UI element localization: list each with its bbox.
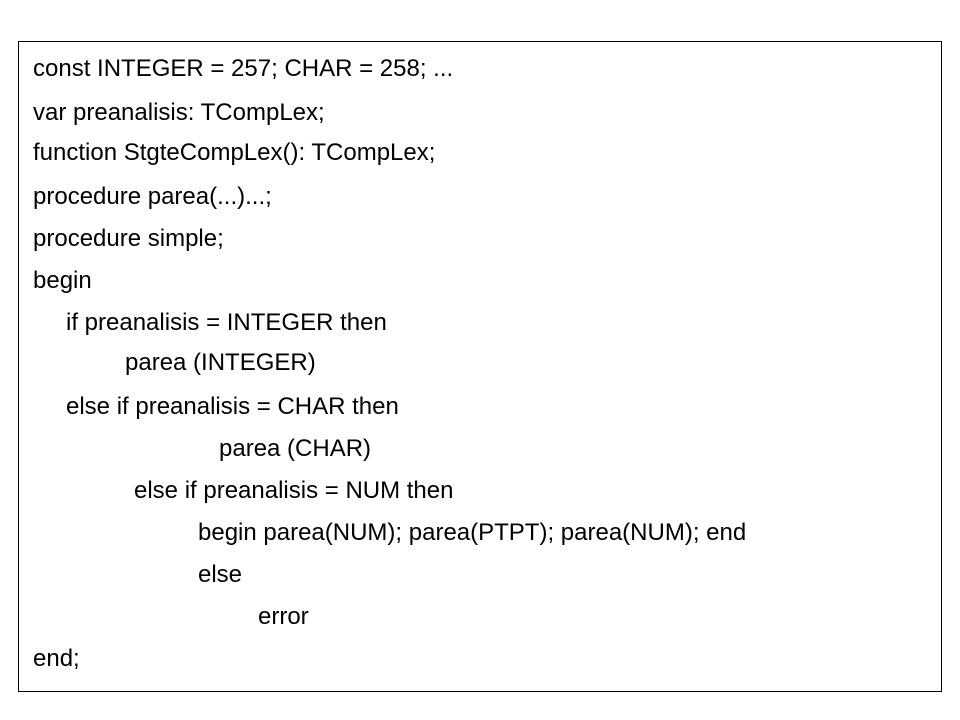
code-line-parea-char: parea (CHAR) [219,435,372,462]
code-line-else-if-char: else if preanalisis = CHAR then [66,393,399,420]
code-line-function: function StgteCompLex(): TCompLex; [33,139,436,166]
code-line-begin-parea-num: begin parea(NUM); parea(PTPT); parea(NUM… [198,519,747,546]
code-line-if-integer: if preanalisis = INTEGER then [66,309,387,336]
code-listing-box: const INTEGER = 257; CHAR = 258; ... var… [18,41,942,692]
code-line-end: end; [33,645,80,672]
code-line-else: else [198,561,243,588]
code-line-error: error [258,603,309,630]
code-line-procedure-simple: procedure simple; [33,225,224,252]
code-line-parea-integer: parea (INTEGER) [125,349,316,376]
code-line-begin: begin [33,267,92,294]
code-line-procedure-parea: procedure parea(...)...; [33,183,272,210]
code-line-const: const INTEGER = 257; CHAR = 258; ... [33,55,454,82]
code-line-else-if-num: else if preanalisis = NUM then [134,477,454,504]
code-line-var: var preanalisis: TCompLex; [33,99,325,126]
